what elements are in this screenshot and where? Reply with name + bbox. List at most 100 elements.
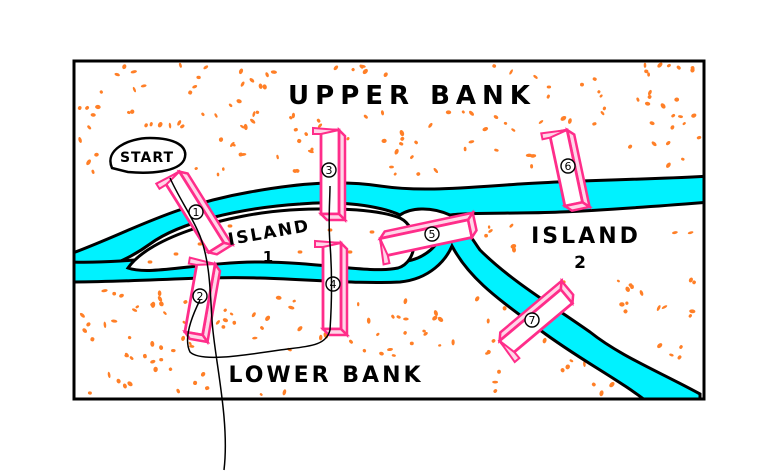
land-dot [394,148,399,155]
land-dot [163,311,167,315]
land-dot [665,140,671,146]
land-dot [474,296,480,302]
land-dot [494,148,499,152]
bridge-number-label: 2 [197,290,204,303]
land-dot [111,319,118,323]
land-dot [677,355,682,360]
land-dot [510,243,517,249]
land-dot [265,315,271,321]
land-dot [503,121,508,125]
land-dot [592,122,597,126]
land-dot [560,368,565,373]
land-dot [484,233,488,238]
land-dot [90,337,95,342]
land-dot [114,72,120,77]
land-dot [689,309,696,314]
land-dot [485,352,489,355]
land-dot [122,383,127,389]
land-dot [451,339,455,346]
land-dot [293,127,298,132]
land-dot [363,114,368,119]
land-dot [130,109,135,114]
land-dot [565,364,570,370]
start-marker: START [109,136,187,174]
land-dot [275,295,282,300]
land-dot [150,302,155,307]
land-dot [132,86,137,93]
land-dot [666,63,671,68]
land-dot [666,162,671,168]
land-dot [580,82,584,87]
land-dot [168,367,173,371]
land-dot [600,111,605,116]
land-dot [292,299,296,303]
land-dot [433,167,439,174]
land-dot [648,89,652,96]
land-dot [359,64,364,69]
land-dot [530,164,534,169]
land-dot [122,64,127,70]
land-dot [674,97,680,102]
land-dot [688,277,693,283]
land-dot [416,172,421,176]
land-dot [177,120,182,126]
island-2-number: 2 [574,253,586,273]
land-dot [153,366,158,373]
land-dot [463,146,467,152]
land-dot [144,123,148,128]
land-dot [127,110,131,115]
land-dot [201,112,205,117]
land-dot [647,72,651,77]
land-dot [249,78,255,83]
land-dot [644,101,651,106]
land-dot [78,136,82,144]
bridge-4 [314,239,351,339]
land-dot [150,341,155,347]
land-dot [679,345,683,349]
land-dot [671,113,676,118]
land-dot [168,122,172,129]
upper-bank-label: UPPER BANK [288,81,536,111]
land-dot [379,351,384,356]
land-dot [546,94,550,99]
land-dots [77,62,702,397]
land-dot [238,68,244,75]
land-dot [399,142,404,146]
land-dot [670,125,675,130]
land-dot [214,113,218,118]
land-dot [346,137,350,141]
land-dot [691,113,697,118]
land-dot [696,135,702,140]
land-dot [509,223,514,228]
land-dot [260,326,264,330]
land-dot [380,110,385,116]
land-dot [130,70,137,74]
land-dot [493,389,498,393]
land-dot [85,106,90,110]
land-dot [119,293,124,298]
bridge-number-badge [192,288,208,304]
map-frame [72,59,706,401]
land-dot [232,320,237,325]
land-dot [369,230,375,234]
land-dot [678,115,683,119]
land-dot [90,113,96,117]
land-dot [240,124,245,129]
land-dot [461,110,465,114]
land-dot [107,371,111,379]
land-dot [194,167,198,170]
land-dot [297,138,302,144]
land-dot [347,250,353,254]
land-dot [252,111,256,118]
land-dot [619,302,625,307]
land-dot [661,305,668,309]
land-dot [538,120,544,124]
land-dot [625,301,629,305]
land-dot [351,67,355,72]
land-dot [221,325,226,329]
land-dot [389,165,394,169]
land-dot [228,103,233,108]
land-dot [636,97,640,102]
land-dot [218,137,224,142]
land-dot [149,122,153,127]
